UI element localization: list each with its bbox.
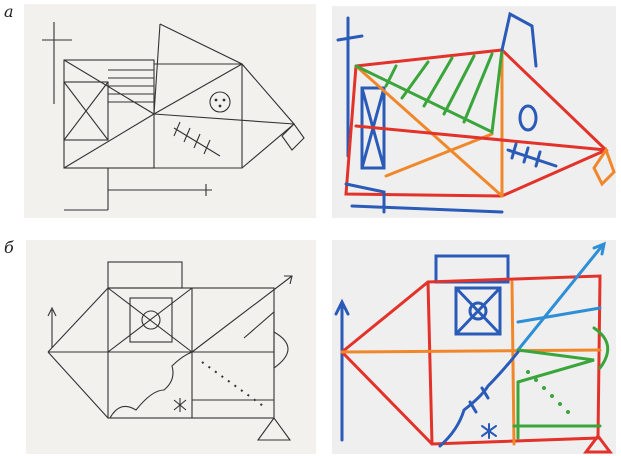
panel-b-original-drawing (26, 240, 316, 454)
row-label-b: б (4, 238, 14, 257)
panel-b-child-copy (332, 240, 616, 454)
panel-a-child-copy (332, 6, 616, 218)
panel-a-original-drawing (24, 4, 316, 218)
row-label-a: а (4, 2, 14, 21)
